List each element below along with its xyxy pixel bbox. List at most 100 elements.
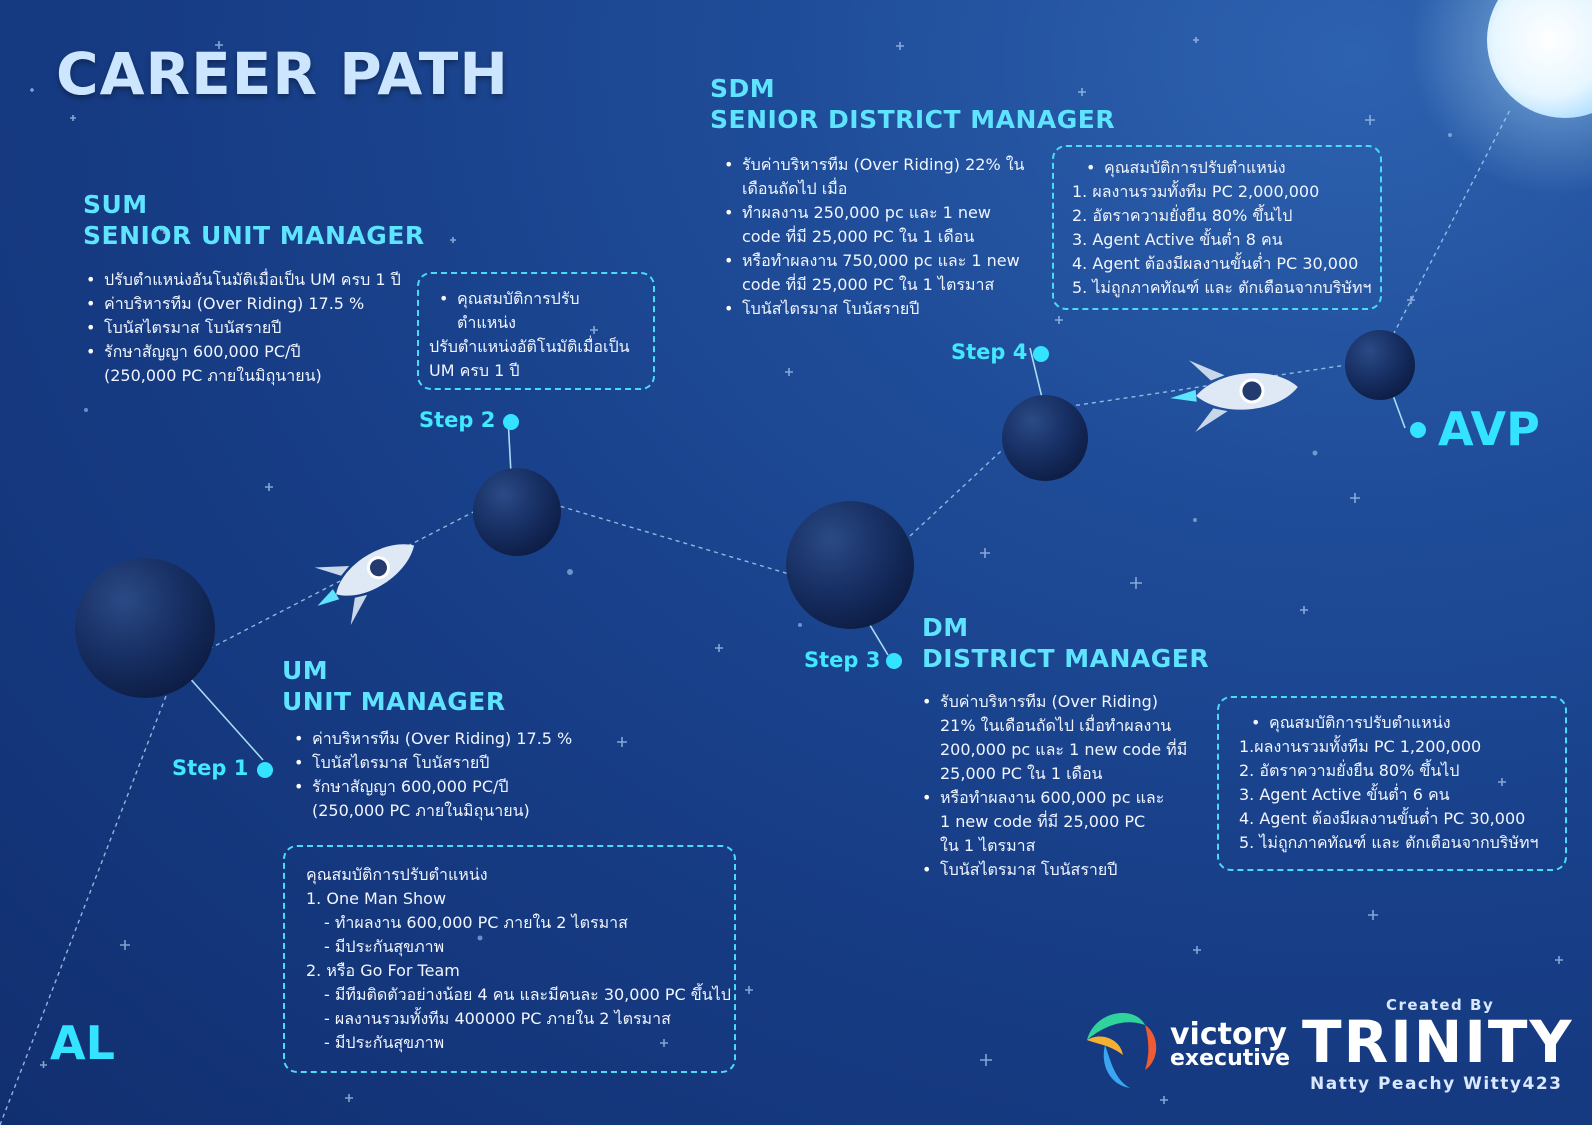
list-item-text: code ที่มี 25,000 PC ใน 1 เดือน: [742, 227, 975, 246]
sdm-qual-line: 5. ไม่ถูกภาคทัณฑ์ และ ตักเตือนจากบริษัทฯ: [1072, 278, 1372, 297]
rocket-2: [1170, 360, 1298, 433]
um-name: UNIT MANAGER: [282, 687, 506, 716]
planet-al: [75, 558, 215, 698]
victory-executive-logo: victory executive: [1170, 1017, 1291, 1071]
list-item: ปรับตำแหน่งอันโนมัติเมื่อเป็น UM ครบ 1 ป…: [84, 268, 414, 292]
list-item: ค่าบริหารทีม (Over Riding) 17.5 %: [84, 292, 414, 316]
list-item-text: รักษาสัญญา 600,000 PC/ปี: [104, 342, 301, 361]
step-4-label: Step 4: [951, 340, 1028, 364]
planet-step2: [473, 468, 561, 556]
list-item-text: หรือทำผลงาน 600,000 pc และ: [940, 788, 1165, 807]
sum-qual-line: คุณสมบัติการปรับ: [457, 289, 580, 308]
star-field: [30, 37, 1563, 1104]
step-1-label: Step 1: [172, 756, 249, 780]
sdm-name: SENIOR DISTRICT MANAGER: [710, 105, 1116, 134]
list-item: โบนัสไตรมาส โบนัสรายปี: [920, 858, 1210, 882]
list-item: รักษาสัญญา 600,000 PC/ปี (250,000 PC ภายใ…: [84, 340, 414, 388]
dm-name: DISTRICT MANAGER: [922, 644, 1210, 673]
dm-qualification-box: คุณสมบัติการปรับตำแหน่ง 1.ผลงานรวมทั้งที…: [1217, 696, 1567, 871]
list-item: รับค่าบริหารทีม (Over Riding) 22% ในเดือ…: [722, 153, 1042, 201]
um-qual-line: - มีประกันสุขภาพ: [324, 937, 445, 956]
planet-step4: [1002, 395, 1088, 481]
page-title: CAREER PATH: [56, 40, 509, 108]
list-item-text: ใน 1 ไตรมาส: [940, 836, 1036, 855]
list-item: หรือทำผลงาน 750,000 pc และ 1 new code ที่…: [722, 249, 1042, 297]
um-qual-line: - ผลงานรวมทั้งทีม 400000 PC ภายใน 2 ไตรม…: [324, 1009, 671, 1028]
step-2-label: Step 2: [419, 408, 496, 432]
sum-qual-line: UM ครบ 1 ปี: [429, 361, 520, 380]
dm-heading: DM DISTRICT MANAGER: [922, 612, 1209, 674]
list-item: โบนัสไตรมาส โบนัสรายปี: [722, 297, 1042, 321]
list-item-text: 25,000 PC ใน 1 เดือน: [940, 764, 1103, 783]
al-label: AL: [50, 1016, 115, 1070]
list-item: รับค่าบริหารทีม (Over Riding) 21% ในเดือ…: [920, 690, 1210, 786]
dm-qual-line: 2. อัตราความยั่งยืน 80% ขึ้นไป: [1239, 761, 1460, 780]
sum-abbr: SUM: [83, 190, 148, 219]
list-item-text: 200,000 pc และ 1 new code ที่มี: [940, 740, 1188, 759]
sum-heading: SUM SENIOR UNIT MANAGER: [83, 189, 425, 251]
list-item: ทำผลงาน 250,000 pc และ 1 new code ที่มี 2…: [722, 201, 1042, 249]
list-item-text: code ที่มี 25,000 PC ใน 1 ไตรมาส: [742, 275, 995, 294]
list-item: โบนัสไตรมาส โบนัสรายปี: [84, 316, 414, 340]
um-qual-line: - มีประกันสุขภาพ: [324, 1033, 445, 1052]
list-item-text: เดือนถัดไป เมื่อ: [742, 179, 848, 198]
list-item: รักษาสัญญา 600,000 PC/ปี (250,000 PC ภายใ…: [292, 775, 612, 823]
sdm-qualification-box: คุณสมบัติการปรับตำแหน่ง 1. ผลงานรวมทั้งท…: [1052, 145, 1382, 310]
list-item-text: รับค่าบริหารทีม (Over Riding) 22% ใน: [742, 155, 1025, 174]
um-heading: UM UNIT MANAGER: [282, 655, 506, 717]
sum-qual-line: ปรับตำแหน่งอัติโนมัติเมื่อเป็น: [429, 337, 630, 356]
step-dots: [257, 346, 1426, 778]
um-qual-line: คุณสมบัติการปรับตำแหน่ง: [306, 865, 488, 884]
dm-qual-line: คุณสมบัติการปรับตำแหน่ง: [1249, 711, 1565, 735]
um-qualification-box: คุณสมบัติการปรับตำแหน่ง 1. One Man Show …: [283, 845, 736, 1073]
um-qual-line: 1. One Man Show: [306, 889, 447, 908]
dm-qual-line: 3. Agent Active ขั้นต่ำ 6 คน: [1239, 785, 1450, 804]
list-item-note: (250,000 PC ภายในมิถุนายน): [312, 801, 530, 820]
list-item-text: โบนัสไตรมาส โบนัสรายปี: [742, 299, 920, 318]
avp-label: AVP: [1438, 402, 1540, 456]
list-item-text: หรือทำผลงาน 750,000 pc และ 1 new: [742, 251, 1020, 270]
list-item-text: 1 new code ที่มี 25,000 PC: [940, 812, 1146, 831]
sdm-qual-line: คุณสมบัติการปรับตำแหน่ง: [1084, 156, 1380, 180]
sdm-qual-line: 4. Agent ต้องมีผลงานขั้นต่ำ PC 30,000: [1072, 254, 1359, 273]
step-3-label: Step 3: [804, 648, 881, 672]
um-qual-line: 2. หรือ Go For Team: [306, 961, 460, 980]
list-item: หรือทำผลงาน 600,000 pc และ 1 new code ที…: [920, 786, 1210, 858]
moon: [1487, 0, 1592, 118]
victory-logo-mark: [1087, 1013, 1157, 1088]
logo-line1: victory: [1170, 1017, 1287, 1052]
um-abbr: UM: [282, 656, 329, 685]
dm-qual-line: 5. ไม่ถูกภาคทัณฑ์ และ ตักเตือนจากบริษัทฯ: [1239, 833, 1539, 852]
dm-benefits-list: รับค่าบริหารทีม (Over Riding) 21% ในเดือ…: [920, 690, 1210, 882]
sum-qual-line: ตำแหน่ง: [457, 313, 516, 332]
sum-qualification-box: คุณสมบัติการปรับตำแหน่ง ปรับตำแหน่งอัติโ…: [417, 272, 655, 390]
creator-names: Natty Peachy Witty423: [1310, 1074, 1563, 1094]
sum-name: SENIOR UNIT MANAGER: [83, 221, 425, 250]
um-benefits-list: ค่าบริหารทีม (Over Riding) 17.5 % โบนัสไ…: [292, 727, 612, 823]
dm-qual-line: 1.ผลงานรวมทั้งทีม PC 1,200,000: [1239, 737, 1482, 756]
created-by-label: Created By: [1386, 996, 1495, 1014]
sdm-qual-line: 1. ผลงานรวมทั้งทีม PC 2,000,000: [1072, 182, 1320, 201]
sdm-heading: SDM SENIOR DISTRICT MANAGER: [710, 73, 1115, 135]
sum-benefits-list: ปรับตำแหน่งอันโนมัติเมื่อเป็น UM ครบ 1 ป…: [84, 268, 414, 388]
sum-qual-bullet: คุณสมบัติการปรับตำแหน่ง: [437, 287, 643, 335]
logo-line2: executive: [1170, 1046, 1291, 1071]
list-item-text: รักษาสัญญา 600,000 PC/ปี: [312, 777, 509, 796]
list-item-text: รับค่าบริหารทีม (Over Riding): [940, 692, 1159, 711]
planet-avp: [1345, 330, 1415, 400]
list-item: โบนัสไตรมาส โบนัสรายปี: [292, 751, 612, 775]
planet-step3: [786, 501, 914, 629]
list-item-text: 21% ในเดือนถัดไป เมื่อทำผลงาน: [940, 716, 1172, 735]
um-qual-line: - ทำผลงาน 600,000 PC ภายใน 2 ไตรมาส: [324, 913, 628, 932]
dm-qual-line: 4. Agent ต้องมีผลงานขั้นต่ำ PC 30,000: [1239, 809, 1526, 828]
list-item-text: ทำผลงาน 250,000 pc และ 1 new: [742, 203, 991, 222]
sdm-benefits-list: รับค่าบริหารทีม (Over Riding) 22% ในเดือ…: [722, 153, 1042, 321]
list-item-note: (250,000 PC ภายในมิถุนายน): [104, 366, 322, 385]
sdm-qual-line: 2. อัตราความยั่งยืน 80% ขึ้นไป: [1072, 206, 1293, 225]
trinity-brand: TRINITY: [1302, 1008, 1574, 1076]
list-item-text: โบนัสไตรมาส โบนัสรายปี: [940, 860, 1118, 879]
list-item: ค่าบริหารทีม (Over Riding) 17.5 %: [292, 727, 612, 751]
um-qual-line: - มีทีมติดตัวอย่างน้อย 4 คน และมีคนละ 30…: [324, 985, 731, 1004]
sdm-qual-line: 3. Agent Active ขั้นต่ำ 8 คน: [1072, 230, 1283, 249]
